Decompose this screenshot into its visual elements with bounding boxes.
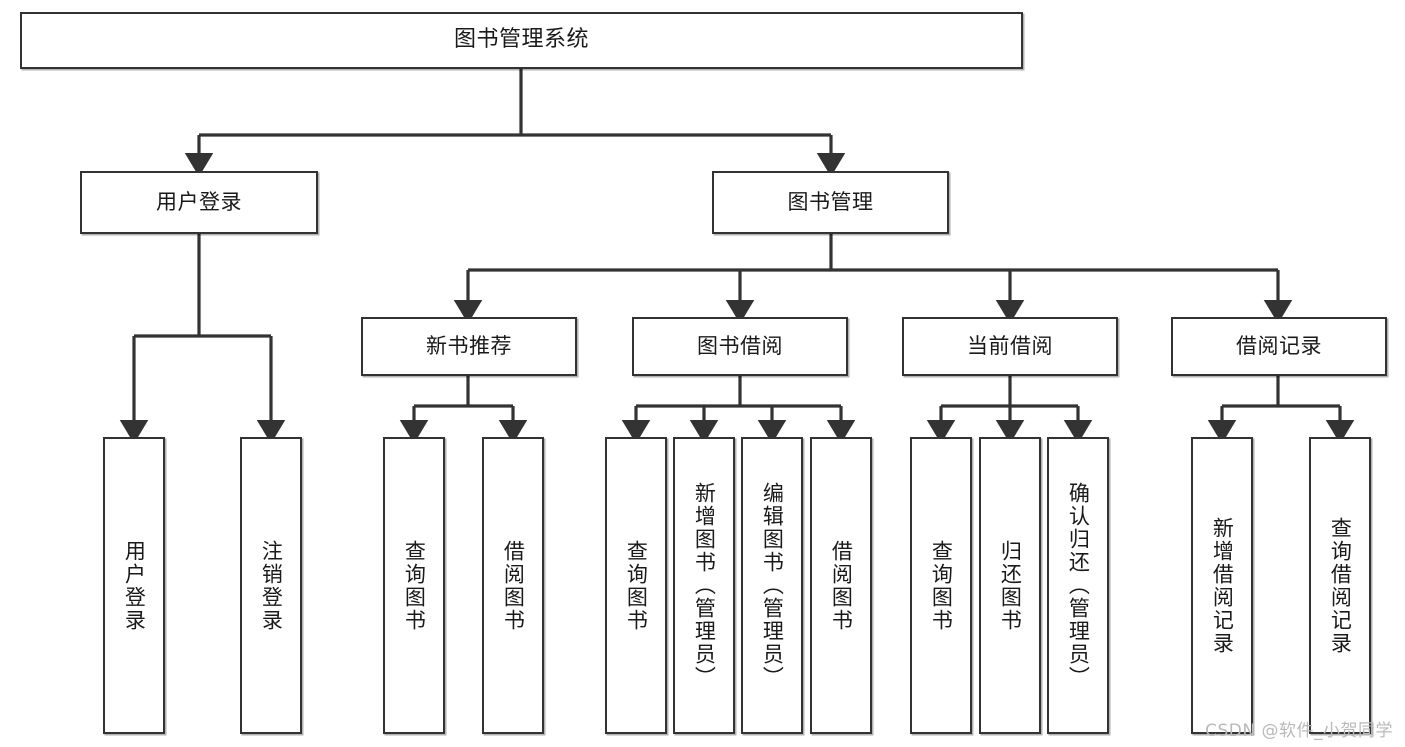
node-label: 图书管理系统: [453, 27, 589, 53]
leaf-current-borrow-confirm-return-admin[interactable]: 确认归还（管理员）: [1047, 437, 1109, 734]
leaf-book-borrow-query-book[interactable]: 查询图书: [605, 437, 667, 734]
node-book-borrow[interactable]: 图书借阅: [632, 317, 848, 376]
leaf-current-borrow-query-book[interactable]: 查询图书: [910, 437, 972, 734]
node-label: 借阅记录: [1236, 333, 1322, 358]
node-current-borrow[interactable]: 当前借阅: [902, 317, 1118, 376]
node-label: 借阅图书: [501, 539, 526, 632]
node-label: 图书借阅: [697, 333, 783, 358]
node-label: 查询图书: [929, 539, 954, 632]
leaf-user-login-login[interactable]: 用户登录: [103, 437, 165, 734]
node-book-management[interactable]: 图书管理: [712, 171, 949, 234]
node-label: 新增图书（管理员）: [692, 482, 717, 689]
node-label: 查询借阅记录: [1328, 516, 1353, 655]
leaf-borrow-record-query-record[interactable]: 查询借阅记录: [1309, 437, 1371, 734]
node-label: 确认归还（管理员）: [1066, 482, 1091, 689]
node-label: 用户登录: [156, 189, 242, 214]
node-new-book-recommend[interactable]: 新书推荐: [361, 317, 577, 376]
leaf-book-borrow-add-book-admin[interactable]: 新增图书（管理员）: [673, 437, 735, 734]
node-borrow-record[interactable]: 借阅记录: [1171, 317, 1387, 376]
node-label: 查询图书: [402, 539, 427, 632]
node-label: 当前借阅: [967, 333, 1053, 358]
leaf-user-login-logout[interactable]: 注销登录: [240, 437, 302, 734]
csdn-watermark: CSDN @软件_小贺同学: [1205, 721, 1393, 741]
node-label: 归还图书: [998, 539, 1023, 632]
leaf-new-book-borrow-book[interactable]: 借阅图书: [482, 437, 544, 734]
leaf-borrow-record-add-record[interactable]: 新增借阅记录: [1191, 437, 1253, 734]
node-label: 用户登录: [122, 539, 147, 632]
node-root-book-management-system[interactable]: 图书管理系统: [20, 12, 1023, 69]
node-label: 编辑图书（管理员）: [760, 482, 785, 689]
node-label: 图书管理: [787, 189, 874, 214]
node-label: 新增借阅记录: [1210, 516, 1235, 655]
leaf-book-borrow-edit-book-admin[interactable]: 编辑图书（管理员）: [741, 437, 803, 734]
node-label: 借阅图书: [829, 539, 854, 632]
node-label: 查询图书: [624, 539, 649, 632]
node-label: 注销登录: [259, 539, 284, 632]
leaf-book-borrow-borrow-book[interactable]: 借阅图书: [810, 437, 872, 734]
node-label: 新书推荐: [426, 333, 512, 358]
leaf-new-book-query-book[interactable]: 查询图书: [383, 437, 445, 734]
leaf-current-borrow-return-book[interactable]: 归还图书: [979, 437, 1041, 734]
node-user-login[interactable]: 用户登录: [80, 171, 318, 234]
